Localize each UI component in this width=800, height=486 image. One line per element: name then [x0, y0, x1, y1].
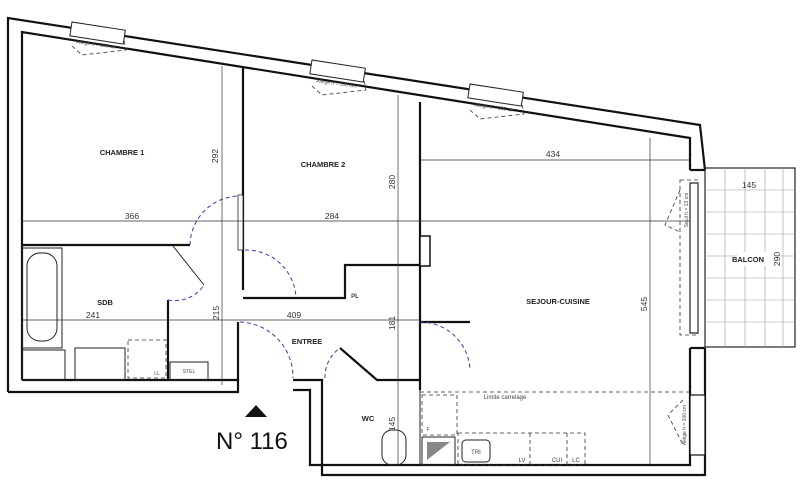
outer-walls: [6, 16, 707, 477]
dim-balcon-height: 290: [772, 252, 782, 266]
fridge-label: F: [426, 427, 429, 433]
washing-machine-label: LL: [154, 371, 160, 377]
fixtures: LL STEL Limite carrelage F TRI LV CUI LC…: [21, 247, 690, 466]
room-sdb: SDB: [97, 298, 113, 307]
window-sill-label-sejour: Allège h = 100 cm: [474, 102, 515, 114]
room-balcon: BALCON: [732, 255, 764, 264]
windows: Allège h = 100 cm Allège h = 100 cm Allè…: [69, 21, 699, 446]
balcony: [704, 167, 796, 348]
window-sill-label-ch2: Allège h = 100 cm: [316, 78, 357, 90]
water-heater-label: STEL: [183, 369, 196, 375]
cooktop-label: CUI: [552, 458, 563, 464]
dishwasher-label: LV: [519, 458, 526, 464]
dim-sejour-height: 545: [639, 297, 649, 311]
interior-walls: [22, 67, 470, 465]
window-sill-label-ch1: Allège h = 100 cm: [76, 39, 117, 51]
apartment-number: N° 116: [216, 428, 288, 455]
room-chambre-1: CHAMBRE 1: [100, 148, 145, 157]
dim-entree-height: 181: [387, 316, 397, 330]
tile-limit-label: Limite carrelage: [484, 395, 527, 401]
window-sill-label-kitchen: Allège h = 100 cm: [682, 405, 688, 445]
dim-ch1-height: 292: [210, 149, 220, 163]
room-entree: ENTREE: [292, 337, 322, 346]
dryer-label: LC: [572, 458, 580, 464]
room-sejour-cuisine: SEJOUR-CUISINE: [526, 297, 590, 306]
door-sill-label: Seuil h = 13 cm: [684, 193, 690, 228]
dim-ch2-height: 280: [387, 175, 397, 189]
placard-label: PL: [351, 294, 359, 300]
room-chambre-2: CHAMBRE 2: [301, 160, 346, 169]
north-arrow-icon: [245, 405, 267, 417]
room-wc: WC: [362, 414, 375, 423]
dim-sdb-height: 215: [211, 306, 221, 320]
dim-sdb-width: 241: [86, 310, 100, 320]
dim-entree-width: 409: [287, 310, 301, 320]
dim-wc-width: 145: [387, 417, 397, 431]
dimension-lines: [22, 66, 690, 465]
door-swings: [167, 194, 471, 379]
sorting-bin-label: TRI: [471, 450, 481, 456]
dim-balcon-width: 145: [742, 180, 756, 190]
dim-ch2-width: 284: [325, 211, 339, 221]
dim-ch1-width: 366: [125, 211, 139, 221]
dim-sejour-width: 434: [546, 149, 560, 159]
